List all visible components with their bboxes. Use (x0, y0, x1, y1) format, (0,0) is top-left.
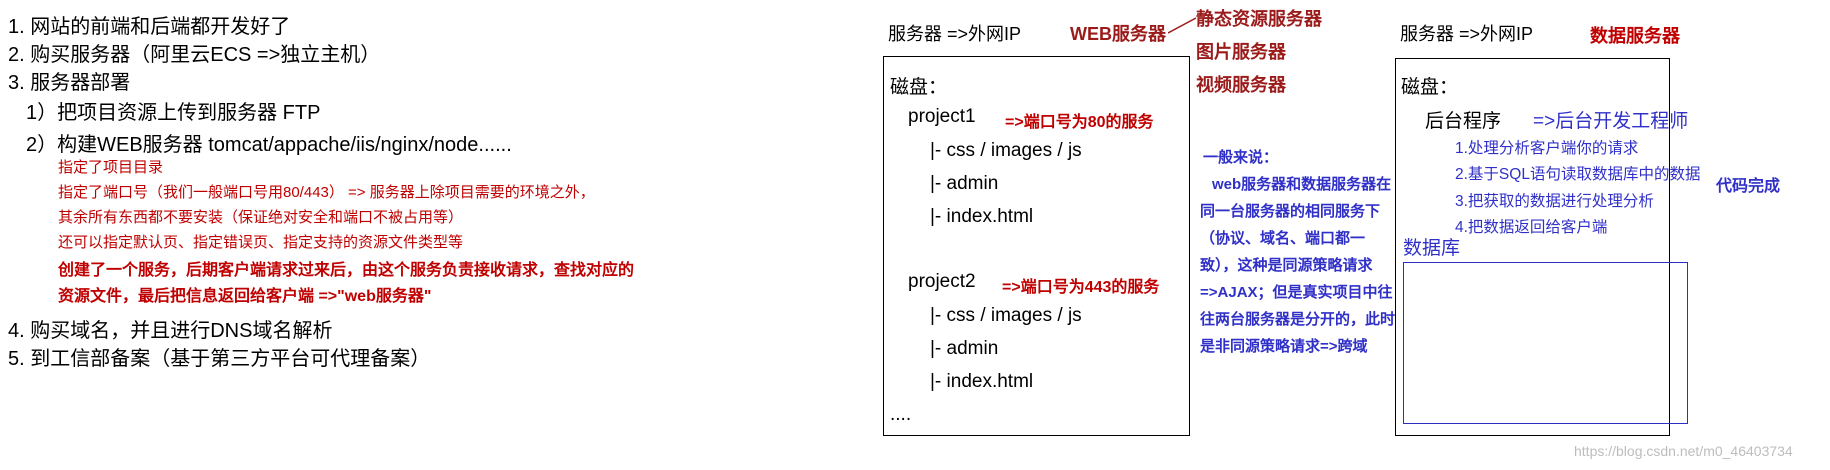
web-server-header: 服务器 =>外网IP (888, 24, 1022, 44)
backend-task-3: 3.把获取的数据进行处理分析 (1455, 193, 1654, 210)
server-type-image: 图片服务器 (1196, 42, 1286, 62)
step-3: 3. 服务器部署 (8, 72, 131, 94)
step-3-2-detail-2: 指定了端口号（我们一般端口号用80/443） => 服务器上除项目需要的环境之外… (58, 184, 595, 201)
data-server-box (1395, 58, 1670, 436)
web-server-ellipsis: .... (890, 404, 912, 425)
code-done-label: 代码完成 (1716, 178, 1781, 195)
step-3-2: 2）构建WEB服务器 tomcat/appache/iis/nginx/node… (26, 134, 512, 156)
step-3-2-bold-1: 创建了一个服务，后期客户端请求过来后，由这个服务负责接收请求，查找对应的 (58, 262, 635, 279)
backend-label: 后台程序 (1425, 111, 1502, 132)
watermark: https://blog.csdn.net/m0_46403734 (1574, 443, 1793, 459)
step-2: 2. 购买服务器（阿里云ECS =>独立主机） (8, 44, 381, 66)
web-server-title: WEB服务器 (1070, 24, 1166, 44)
step-3-2-detail-4: 还可以指定默认页、指定错误页、指定支持的资源文件类型等 (58, 234, 464, 251)
note-body: web服务器和数据服务器在同一台服务器的相同服务下（协议、域名、端口都一致），这… (1200, 176, 1396, 355)
server-type-video: 视频服务器 (1196, 75, 1286, 95)
project2-file-admin: |- admin (930, 338, 999, 359)
step-1: 1. 网站的前端和后端都开发好了 (8, 16, 291, 38)
project1-file-index: |- index.html (930, 206, 1034, 227)
note-heading: 一般来说： (1203, 149, 1279, 166)
web-server-disk: 磁盘： (890, 77, 948, 98)
project1-label: project1 (908, 106, 976, 127)
project2-file-index: |- index.html (930, 371, 1034, 392)
database-box (1403, 262, 1688, 424)
backend-task-2: 2.基于SQL语句读取数据库中的数据 (1455, 166, 1701, 183)
project2-file-assets: |- css / images / js (930, 305, 1082, 326)
step-3-2-detail-1: 指定了项目目录 (58, 159, 164, 176)
project2-label: project2 (908, 271, 976, 292)
step-3-1: 1）把项目资源上传到服务器 FTP (26, 102, 321, 124)
step-3-2-bold-2: 资源文件，最后把信息返回给客户端 =>"web服务器" (58, 288, 432, 305)
project1-file-admin: |- admin (930, 173, 999, 194)
project2-port-note: =>端口号为443的服务 (1002, 279, 1160, 296)
database-label: 数据库 (1403, 238, 1461, 259)
backend-task-4: 4.把数据返回给客户端 (1455, 219, 1608, 236)
step-3-2-detail-3: 其余所有东西都不要安装（保证绝对安全和端口不被占用等） (58, 209, 464, 226)
data-server-disk: 磁盘： (1401, 77, 1459, 98)
project1-file-assets: |- css / images / js (930, 140, 1082, 161)
project1-port-note: =>端口号为80的服务 (1005, 114, 1154, 131)
backend-task-1: 1.处理分析客户端你的请求 (1455, 140, 1639, 157)
server-type-static: 静态资源服务器 (1196, 9, 1322, 29)
web-server-connector (1168, 17, 1197, 34)
data-server-title: 数据服务器 (1590, 26, 1680, 46)
data-server-header: 服务器 =>外网IP (1400, 24, 1534, 44)
step-5: 5. 到工信部备案（基于第三方平台可代理备案） (8, 348, 431, 370)
backend-engineer-note: =>后台开发工程师 (1533, 111, 1689, 132)
web-server-box (883, 56, 1190, 436)
step-4: 4. 购买域名，并且进行DNS域名解析 (8, 320, 333, 342)
